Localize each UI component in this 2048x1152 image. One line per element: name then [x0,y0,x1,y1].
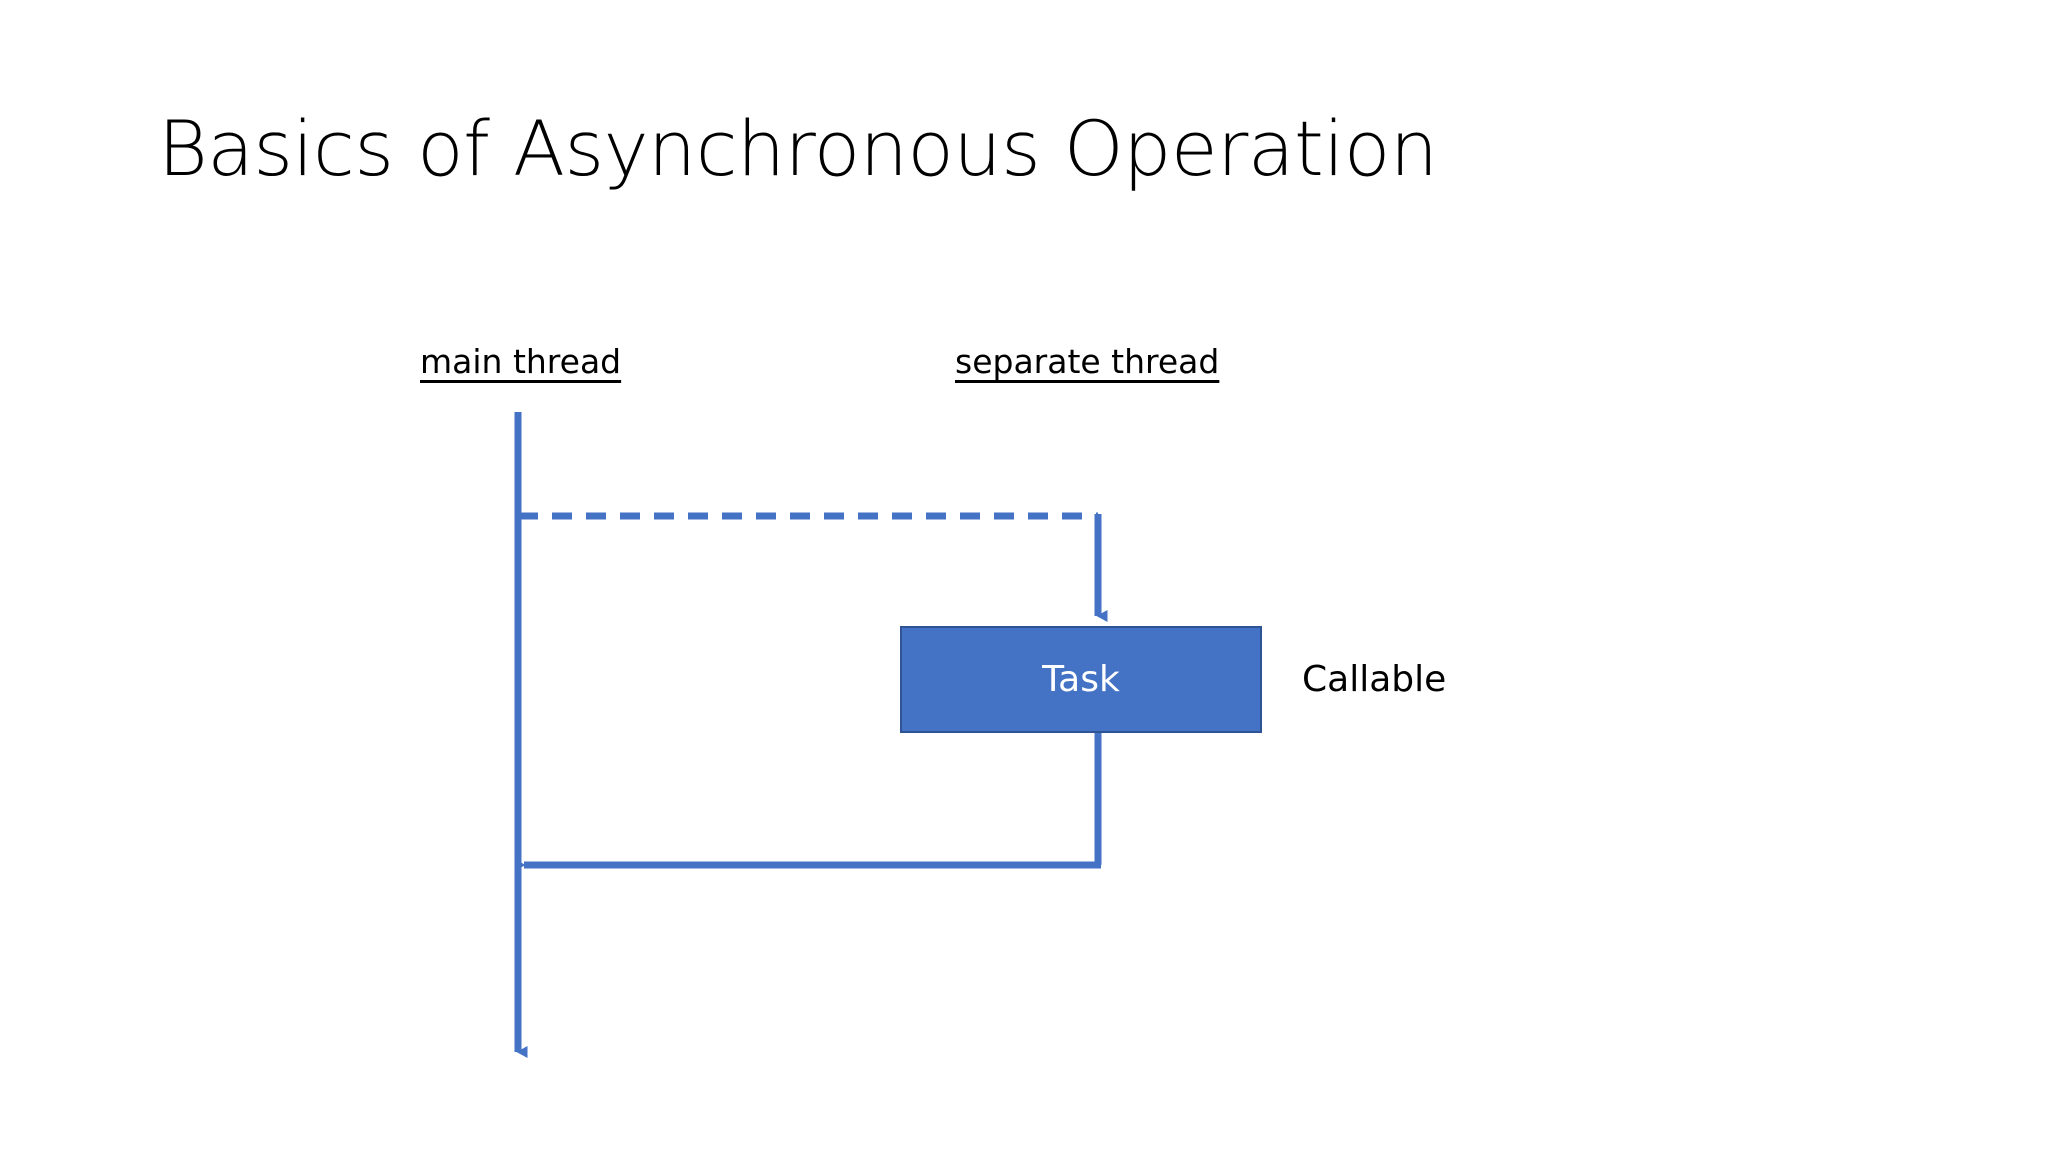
lane-label-main-thread: main thread [420,342,622,381]
lane-label-separate-thread: separate thread [955,342,1220,381]
callable-annotation-label: Callable [1302,659,1447,700]
page-title: Basics of Asynchronous Operation [158,104,1438,193]
task-box-label: Task [1042,658,1120,700]
task-box[interactable]: Task [900,626,1262,733]
